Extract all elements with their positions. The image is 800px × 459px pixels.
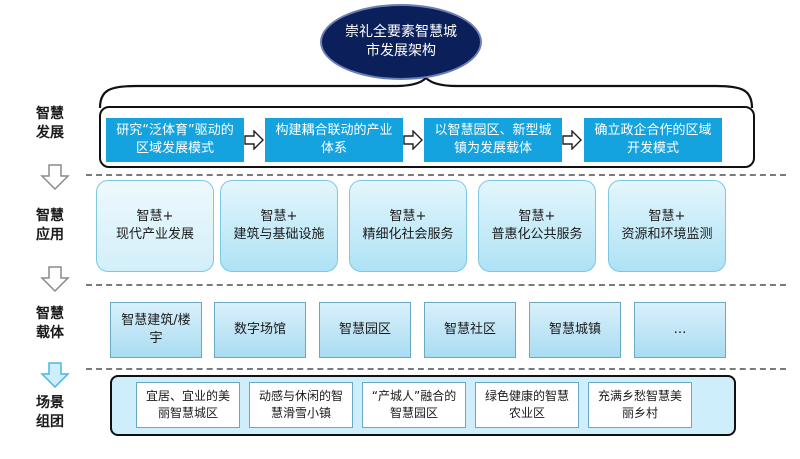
scene-text: 宜居、宜业的美丽智慧城区 — [145, 389, 230, 420]
application-prefix: 智慧+ — [260, 209, 298, 224]
carrier-box: 智慧社区 — [424, 302, 516, 358]
row-label-development-line2: 发展 — [36, 125, 64, 141]
grouping-brace — [98, 78, 754, 109]
carrier-text: 数字场馆 — [233, 322, 286, 337]
carrier-text: 智慧园区 — [338, 322, 391, 337]
application-prefix: 智慧+ — [136, 209, 174, 224]
carrier-text: 智慧社区 — [443, 322, 496, 337]
application-name: 资源和环境监测 — [621, 227, 713, 242]
row-separator — [86, 174, 786, 176]
scene-box: 宜居、宜业的美丽智慧城区 — [136, 382, 240, 428]
scene-box: 绿色健康的智慧农业区 — [475, 382, 579, 428]
application-box: 智慧+ 资源和环境监测 — [608, 180, 726, 272]
diagram-title-text: 崇礼全要素智慧城市发展架构 — [345, 24, 457, 59]
development-step: 构建耦合联动的产业体系 — [265, 118, 403, 162]
development-step-text: 确立政企合作的区域开发模式 — [594, 123, 712, 156]
down-arrow-icon — [40, 266, 70, 292]
row-label-development: 智慧 发展 — [28, 105, 72, 143]
carrier-box: 智慧城镇 — [529, 302, 621, 358]
diagram-title: 崇礼全要素智慧城市发展架构 — [320, 4, 482, 80]
row-label-application-line1: 智慧 — [36, 208, 64, 224]
development-step-text: 构建耦合联动的产业体系 — [275, 123, 393, 156]
row-label-development-line1: 智慧 — [36, 106, 64, 122]
row-label-carrier-line2: 载体 — [36, 325, 64, 341]
application-box: 智慧+ 建筑与基础设施 — [220, 180, 338, 272]
carrier-box: … — [634, 302, 726, 358]
application-box: 智慧+ 普惠化公共服务 — [478, 180, 596, 272]
scene-box: “产城人”融合的智慧园区 — [362, 382, 466, 428]
carrier-text: 智慧城镇 — [548, 322, 601, 337]
application-box: 智慧+ 现代产业发展 — [96, 180, 214, 272]
development-step: 研究“泛体育”驱动的区域发展模式 — [106, 118, 244, 162]
scene-text: 充满乡愁智慧美丽乡村 — [597, 389, 682, 420]
row-label-scene: 场景 组团 — [28, 394, 72, 432]
carrier-box: 智慧建筑/楼宇 — [110, 302, 202, 358]
scene-box: 动感与休闲的智慧滑雪小镇 — [249, 382, 353, 428]
scene-text: “产城人”融合的智慧园区 — [371, 389, 457, 420]
row-label-application-line2: 应用 — [36, 227, 64, 243]
row-label-carrier-line1: 智慧 — [36, 306, 64, 322]
application-name: 现代产业发展 — [115, 227, 194, 242]
carrier-box: 数字场馆 — [214, 302, 306, 358]
row-separator — [86, 368, 786, 370]
application-prefix: 智慧+ — [389, 209, 427, 224]
development-step: 确立政企合作的区域开发模式 — [584, 118, 722, 162]
application-prefix: 智慧+ — [648, 209, 686, 224]
scene-text: 绿色健康的智慧农业区 — [484, 389, 569, 420]
row-separator — [86, 284, 786, 286]
row-label-carrier: 智慧 载体 — [28, 305, 72, 343]
application-box: 智慧+ 精细化社会服务 — [349, 180, 467, 272]
application-name: 普惠化公共服务 — [491, 227, 583, 242]
row-label-scene-line2: 组团 — [36, 414, 64, 430]
right-arrow-icon — [244, 130, 264, 150]
right-arrow-icon — [403, 130, 423, 150]
carrier-box: 智慧园区 — [319, 302, 411, 358]
carrier-text: 智慧建筑/楼宇 — [121, 313, 191, 346]
row-label-scene-line1: 场景 — [36, 395, 64, 411]
scene-text: 动感与休闲的智慧滑雪小镇 — [258, 389, 343, 420]
development-step-text: 研究“泛体育”驱动的区域发展模式 — [116, 123, 234, 156]
down-arrow-icon — [40, 164, 70, 190]
application-name: 精细化社会服务 — [362, 227, 454, 242]
right-arrow-icon — [562, 130, 582, 150]
down-arrow-icon — [40, 362, 70, 388]
development-step: 以智慧园区、新型城镇为发展载体 — [424, 118, 562, 162]
development-step-text: 以智慧园区、新型城镇为发展载体 — [434, 123, 552, 156]
application-prefix: 智慧+ — [518, 209, 556, 224]
scene-box: 充满乡愁智慧美丽乡村 — [588, 382, 692, 428]
row-label-application: 智慧 应用 — [28, 207, 72, 245]
application-name: 建筑与基础设施 — [233, 227, 325, 242]
carrier-text: … — [673, 322, 687, 337]
